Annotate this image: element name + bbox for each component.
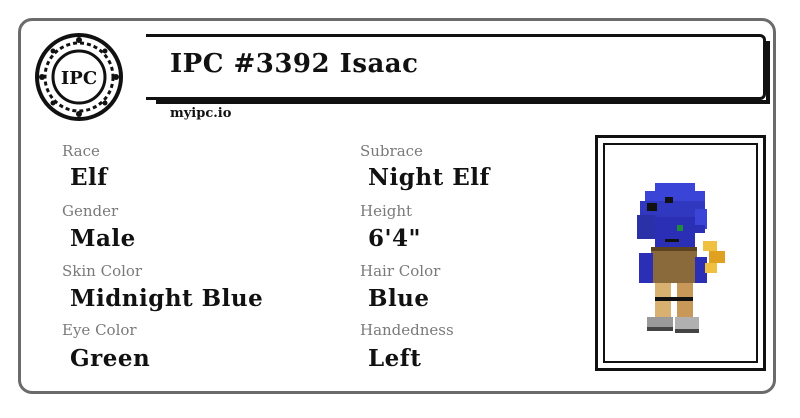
- race-value: Elf: [70, 164, 108, 191]
- hair-color-value: Blue: [368, 285, 430, 312]
- logo-text: IPC: [61, 68, 97, 89]
- site-link[interactable]: myipc.io: [170, 106, 232, 121]
- skin-color-label: Skin Color: [62, 262, 143, 280]
- skin-color-value: Midnight Blue: [70, 285, 264, 312]
- gender-value: Male: [70, 225, 136, 252]
- page-title: IPC #3392 Isaac: [170, 49, 419, 79]
- character-portrait: [595, 135, 766, 371]
- elf-character-sprite-icon: [637, 183, 725, 333]
- eye-color-label: Eye Color: [62, 321, 137, 339]
- race-label: Race: [62, 142, 100, 160]
- handedness-label: Handedness: [360, 321, 454, 339]
- ipc-seal-icon: IPC: [35, 33, 123, 121]
- height-label: Height: [360, 202, 413, 220]
- hair-color-label: Hair Color: [360, 262, 441, 280]
- height-value: 6'4": [368, 225, 422, 252]
- eye-color-value: Green: [70, 345, 151, 372]
- handedness-value: Left: [368, 345, 422, 372]
- subrace-value: Night Elf: [368, 164, 490, 191]
- subrace-label: Subrace: [360, 142, 423, 160]
- title-banner: IPC #3392 Isaac: [146, 34, 770, 104]
- gender-label: Gender: [62, 202, 119, 220]
- portrait-frame: [603, 143, 758, 363]
